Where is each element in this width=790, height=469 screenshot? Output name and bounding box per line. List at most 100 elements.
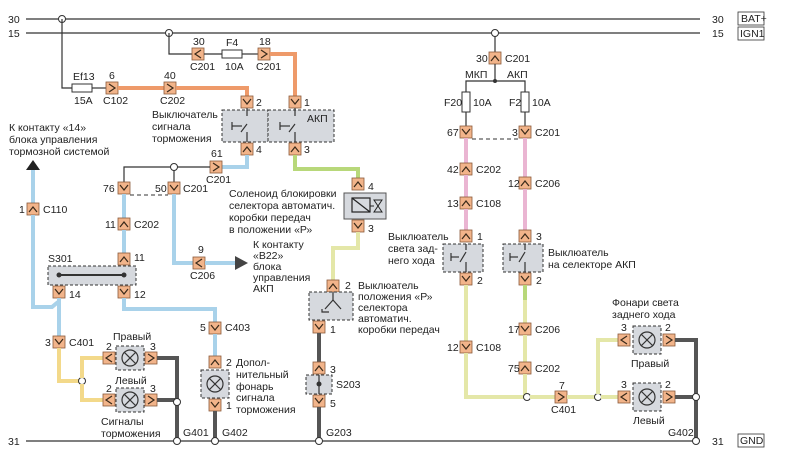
pin: 4 xyxy=(368,181,374,193)
arrow-to-tcm-icon xyxy=(235,256,248,270)
fuse-f2-name: F2 xyxy=(509,97,521,109)
connector-label: C206 xyxy=(190,270,215,282)
pin: 3 xyxy=(512,127,518,139)
ground-node xyxy=(173,437,181,445)
connector xyxy=(518,272,532,286)
fuse-ef13-rating: 15A xyxy=(74,95,93,107)
pin: 75 xyxy=(508,363,520,375)
connector xyxy=(312,361,326,375)
ground-g203: G203 xyxy=(326,427,352,439)
pin: 14 xyxy=(69,289,81,301)
to-brake-ecu-label-2: блока управления xyxy=(9,134,97,146)
solenoid-label-4: в положении «Р» xyxy=(229,224,312,236)
pin: 1 xyxy=(330,324,336,336)
connector-c201-3 xyxy=(518,125,532,139)
connector-c102 xyxy=(105,81,119,95)
reverse-lamps-label-1: Фонари света xyxy=(612,297,679,309)
brake-switch-label-2: сигнала xyxy=(152,121,191,133)
connector-label: C202 xyxy=(134,219,159,231)
p-switch-label-2: положения «Р» xyxy=(358,291,433,303)
connector xyxy=(617,390,631,404)
connector-arrow xyxy=(520,233,530,240)
connector-label: C403 xyxy=(225,322,250,334)
pin: 76 xyxy=(103,183,115,195)
fuse-f4 xyxy=(221,49,243,59)
bat-tag: BAT+ xyxy=(741,13,767,25)
connector-arrow xyxy=(461,233,471,240)
brake-left-label: Левый xyxy=(115,375,147,387)
pin: 12 xyxy=(508,178,520,190)
connector-c401-3 xyxy=(52,335,66,349)
to-tcm-label-5: АКП xyxy=(253,283,274,295)
gnd-tag-box xyxy=(737,433,765,448)
solenoid-label-1: Соленоид блокировки xyxy=(229,188,337,200)
wire-blue xyxy=(172,194,193,265)
junction-node xyxy=(523,393,531,401)
connector-c401-7 xyxy=(554,390,568,404)
akp-selector-switch-box xyxy=(502,243,544,273)
pin: 3 xyxy=(150,341,156,353)
pin: 67 xyxy=(447,127,459,139)
wire-blue xyxy=(222,155,249,169)
brake-lamps-label-2: торможения xyxy=(101,428,161,440)
pin: 2 xyxy=(106,341,112,353)
p-switch-label-1: Выклюатель xyxy=(358,280,419,292)
pin: 3 xyxy=(45,337,51,349)
connector-label: C201 xyxy=(256,61,281,73)
p-switch-label-3: селектора xyxy=(358,302,408,314)
ground-node xyxy=(692,437,700,445)
connector-c108-12 xyxy=(459,340,473,354)
junction-node xyxy=(692,393,700,401)
rail-30-right-label: 30 xyxy=(712,14,724,26)
lamp-box xyxy=(632,325,662,355)
pin: 40 xyxy=(164,70,176,82)
pin: 9 xyxy=(198,244,204,256)
connector-arrow xyxy=(119,184,129,191)
fuse-ef13-name: Ef13 xyxy=(73,71,95,83)
connector-arrow xyxy=(260,49,269,59)
brake-switch-label-3: торможения xyxy=(152,133,212,145)
switch-symbol xyxy=(231,108,248,142)
connector xyxy=(288,95,302,109)
wire-orange xyxy=(176,86,249,96)
lamp-icon xyxy=(638,331,656,349)
ground-g402-right: G402 xyxy=(668,427,694,439)
connector-label: C206 xyxy=(535,178,560,190)
ground-node xyxy=(315,437,323,445)
connector-arrow xyxy=(520,128,530,135)
connector-arrow xyxy=(520,365,530,372)
wire xyxy=(168,33,192,55)
pin: 42 xyxy=(447,164,459,176)
pin: 50 xyxy=(155,183,167,195)
to-tcm-label-1: К контакту xyxy=(253,239,305,251)
rail-31: 31 31 GND xyxy=(8,433,765,448)
junction-node xyxy=(173,398,181,406)
ground-g401: G401 xyxy=(183,427,209,439)
extra-lamp-label-1: Допол- xyxy=(236,357,270,369)
connector-arrow xyxy=(490,55,500,62)
connector xyxy=(144,351,158,365)
fuse-f20 xyxy=(461,91,471,113)
connector-c201 xyxy=(257,47,271,61)
lamp-icon xyxy=(121,391,139,409)
connector xyxy=(117,285,131,299)
rail-15: 15 15 IGN1 xyxy=(8,26,765,41)
connector xyxy=(326,279,340,293)
pin: 5 xyxy=(200,322,206,334)
extra-lamp-label-2: нительный xyxy=(236,369,289,381)
connector-arrow xyxy=(210,324,220,331)
connector xyxy=(312,320,326,334)
fuse-f2-rating: 10A xyxy=(532,97,551,109)
connector-c201-61 xyxy=(209,160,223,174)
switch-symbol xyxy=(321,292,342,313)
connector-label: C202 xyxy=(476,164,501,176)
splice-dot xyxy=(316,381,322,387)
splice-dot xyxy=(121,272,127,278)
pin: 5 xyxy=(330,398,336,410)
connector-label: C201 xyxy=(535,127,560,139)
connector-arrow xyxy=(166,83,175,93)
connector xyxy=(208,355,222,369)
ground-g402: G402 xyxy=(222,427,248,439)
wire-yellow xyxy=(80,384,103,402)
connector-arrow xyxy=(169,184,179,191)
